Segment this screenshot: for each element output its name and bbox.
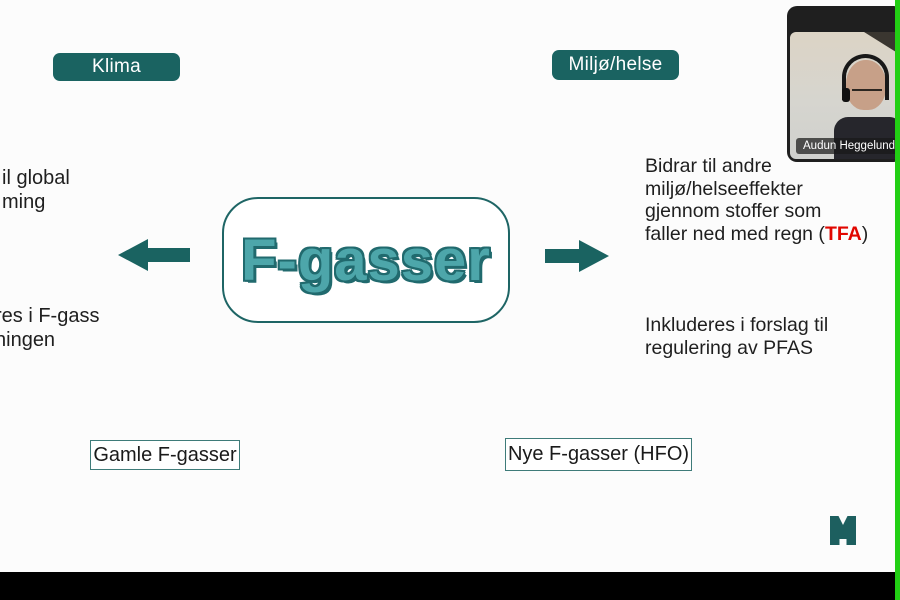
bottom-black-bar [0, 572, 900, 600]
miljodirektoratet-m-logo [830, 516, 856, 545]
left-text-regulation-line2: ningen [0, 329, 56, 351]
f-gasser-title: F-gasser [241, 227, 491, 293]
webcam-tile[interactable]: Audun Heggelund [787, 6, 897, 162]
headset-earcup-icon [842, 88, 850, 102]
klima-label-text: Klima [91, 56, 141, 77]
right-text-pfas: Inkluderes i forslag til regulering av P… [645, 314, 828, 359]
left-text-climate-line2: ming [2, 191, 46, 213]
right-arrow-icon [545, 240, 609, 272]
left-text-climate: il global ming [2, 166, 70, 214]
right-text-effects-line1: Bidrar til andre [645, 155, 772, 177]
right-text-effects-line3: gjennom stoffer som [645, 200, 822, 222]
headset-icon [842, 54, 889, 100]
left-text-regulation: res i F-gass ningen [0, 304, 99, 352]
nye-label-text: Nye F-gasser (HFO) [507, 443, 690, 465]
webcam-video-feed: Audun Heggelund [790, 32, 897, 159]
left-text-climate-line1: il global [2, 167, 70, 189]
miljo-helse-category-label: Miljø/helse [552, 50, 679, 80]
right-text-pfas-line2: regulering av PFAS [645, 336, 814, 359]
f-gasser-box: F-gasser [222, 197, 510, 323]
gamle-f-gasser-label: Gamle F-gasser [90, 440, 240, 470]
miljo-label-text: Miljø/helse [568, 54, 663, 75]
right-text-pfas-line1: Inkluderes i forslag til [645, 314, 829, 336]
left-text-regulation-line1: res i F-gass [0, 305, 100, 327]
glasses-icon [852, 84, 882, 91]
left-arrow-icon [118, 239, 190, 271]
gamle-label-text: Gamle F-gasser [93, 443, 237, 466]
line4-prefix: faller ned med regn ( [645, 222, 825, 245]
right-text-effects: Bidrar til andre miljø/helseeffekter gje… [645, 155, 868, 245]
line4-suffix: ) [861, 222, 869, 245]
nye-f-gasser-label: Nye F-gasser (HFO) [505, 438, 692, 471]
active-speaker-border [895, 0, 900, 600]
right-text-effects-line4: faller ned med regn (TFA) [645, 223, 868, 246]
right-text-effects-line2: miljø/helseeffekter [645, 177, 803, 200]
klima-category-label: Klima [53, 53, 180, 81]
participant-name-tag: Audun Heggelund [796, 138, 897, 154]
background-object [844, 32, 897, 57]
tfa-highlight: TFA [824, 222, 862, 245]
